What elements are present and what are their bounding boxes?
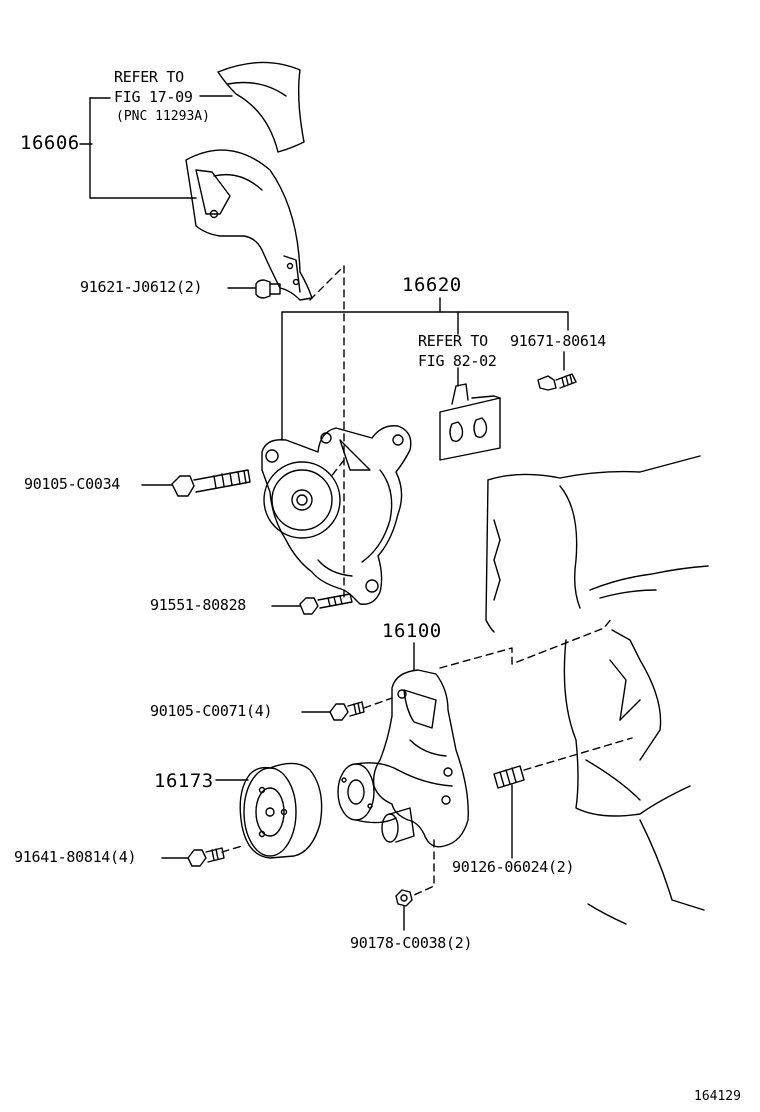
part-label-16606: 16606 — [20, 132, 80, 154]
alignment-dashed-lines — [222, 266, 632, 896]
bolt-90105-C0071 — [330, 702, 364, 720]
stud-90126-06024 — [494, 766, 524, 788]
part-label-16620: 16620 — [402, 274, 462, 296]
part-label-90105-c0071: 90105-C0071(4) — [150, 702, 273, 720]
refer-callout-1-line1: REFER TO — [114, 68, 184, 86]
bolt-91671-80614 — [538, 374, 576, 390]
mount-bracket — [440, 384, 500, 460]
refer-callout-1-line2: FIG 17-09 — [114, 88, 193, 106]
figure-id: 164129 — [694, 1089, 741, 1104]
part-label-16173: 16173 — [154, 770, 214, 792]
part-label-90105-c0034: 90105-C0034 — [24, 475, 121, 493]
part-label-90126: 90126-06024(2) — [452, 858, 575, 876]
timing-belt-cover-16606 — [186, 150, 312, 300]
leader-lines — [80, 96, 568, 930]
bolt-91551-80828 — [300, 594, 352, 614]
part-label-91621: 91621-J0612(2) — [80, 278, 203, 296]
bolt-91621-J0612 — [256, 280, 280, 298]
refer-callout-2-line2: FIG 82-02 — [418, 352, 497, 370]
upper-timing-cover — [218, 62, 304, 152]
part-label-91641: 91641-80814(4) — [14, 848, 137, 866]
part-label-16100: 16100 — [382, 620, 442, 642]
water-pump-pulley-16173 — [240, 763, 321, 858]
water-pump-16100 — [338, 670, 468, 847]
part-label-91671: 91671-80614 — [510, 332, 607, 350]
nut-90178-C0038 — [396, 890, 412, 906]
engine-block-outline — [486, 456, 708, 924]
bolt-91641-80814 — [188, 848, 224, 866]
refer-callout-1-line3: (PNC 11293A) — [116, 109, 210, 124]
part-label-91551: 91551-80828 — [150, 596, 247, 614]
refer-callout-2-line1: REFER TO — [418, 332, 488, 350]
part-label-90178: 90178-C0038(2) — [350, 934, 473, 952]
belt-tensioner-16620 — [262, 426, 411, 605]
bolt-90105-C0034 — [172, 470, 250, 496]
